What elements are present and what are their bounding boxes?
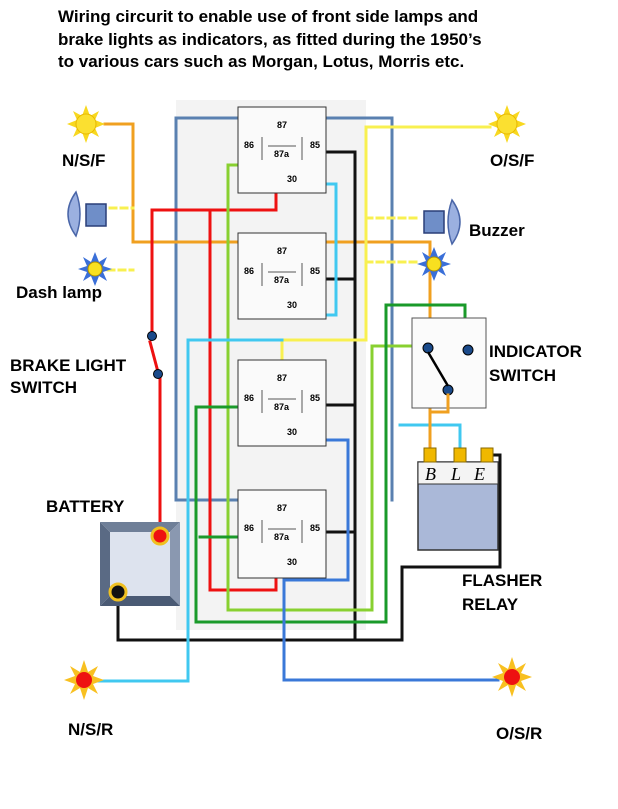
wire-orange-nsf: [103, 122, 432, 450]
relay-pin-87: 87: [277, 373, 287, 383]
osr-lamp-icon: [492, 657, 532, 697]
flasher-terminal-e: E: [473, 464, 485, 484]
wire-black-main: [116, 150, 357, 642]
relay-pin-87a: 87a: [274, 532, 290, 542]
dash-lamp-icon: [78, 252, 112, 286]
relay-pin-87: 87: [277, 120, 287, 130]
relay-pin-30: 30: [287, 427, 297, 437]
flasher-relay: B L E: [417, 447, 499, 551]
osf-lamp-icon: [488, 105, 526, 143]
relay-pin-87: 87: [277, 246, 287, 256]
wire-black-flasher: [353, 453, 502, 642]
label-dash-lamp: Dash lamp: [16, 283, 102, 302]
brake-light-switch-icon: [147, 331, 163, 379]
title: Wiring circurit to enable use of front s…: [58, 7, 482, 71]
relay-pin-87a: 87a: [274, 275, 290, 285]
relay-pin-85: 85: [310, 140, 320, 150]
relay-pin-30: 30: [287, 557, 297, 567]
relay-3: 87 86 87a 85 30: [237, 359, 327, 447]
wire-blue: [282, 438, 500, 682]
relay-pin-87a: 87a: [274, 149, 290, 159]
wire-light-green: [226, 163, 430, 612]
flasher-terminal-l: L: [450, 464, 461, 484]
relay-4: 87 86 87a 85 30: [237, 489, 327, 579]
relay-pin-85: 85: [310, 266, 320, 276]
title-line-1: Wiring circurit to enable use of front s…: [58, 7, 478, 26]
label-buzzer: Buzzer: [469, 221, 525, 240]
relay-pin-87: 87: [277, 503, 287, 513]
label-nsr: N/S/R: [68, 720, 113, 739]
relay-pin-86: 86: [244, 523, 254, 533]
flasher-terminal-b: B: [425, 464, 436, 484]
relay-pin-87a: 87a: [274, 402, 290, 412]
title-line-3: to various cars such as Morgan, Lotus, M…: [58, 52, 464, 71]
label-battery: BATTERY: [46, 497, 125, 516]
right-dash-lamp-icon: [417, 247, 451, 281]
wire-green: [194, 303, 467, 624]
relay-pin-86: 86: [244, 140, 254, 150]
label-flasher-2: RELAY: [462, 595, 519, 614]
relay-pin-30: 30: [287, 174, 297, 184]
label-osr: O/S/R: [496, 724, 542, 743]
label-indicator-2: SWITCH: [489, 366, 556, 385]
label-osf: O/S/F: [490, 151, 534, 170]
relay-pin-85: 85: [310, 523, 320, 533]
label-brake-switch-1: BRAKE LIGHT: [10, 356, 127, 375]
nsf-lamp-icon: [67, 105, 105, 143]
indicator-switch: [411, 317, 487, 450]
title-line-2: brake lights as indicators, as fitted du…: [58, 30, 482, 49]
label-flasher-1: FLASHER: [462, 571, 542, 590]
relay-2: 87 86 87a 85 30: [237, 232, 327, 320]
battery-icon: [100, 522, 180, 606]
relay-pin-30: 30: [287, 300, 297, 310]
relay-pin-86: 86: [244, 393, 254, 403]
buzzer-icon: [423, 198, 461, 246]
label-brake-switch-2: SWITCH: [10, 378, 77, 397]
relay-1: 87 86 87a 85 30: [237, 106, 327, 194]
label-indicator-1: INDICATOR: [489, 342, 582, 361]
label-nsf: N/S/F: [62, 151, 105, 170]
left-buzzer-icon: [67, 190, 107, 238]
relay-pin-86: 86: [244, 266, 254, 276]
wire-yellow: [280, 125, 492, 368]
nsr-lamp-icon: [64, 660, 104, 700]
relay-pin-85: 85: [310, 393, 320, 403]
